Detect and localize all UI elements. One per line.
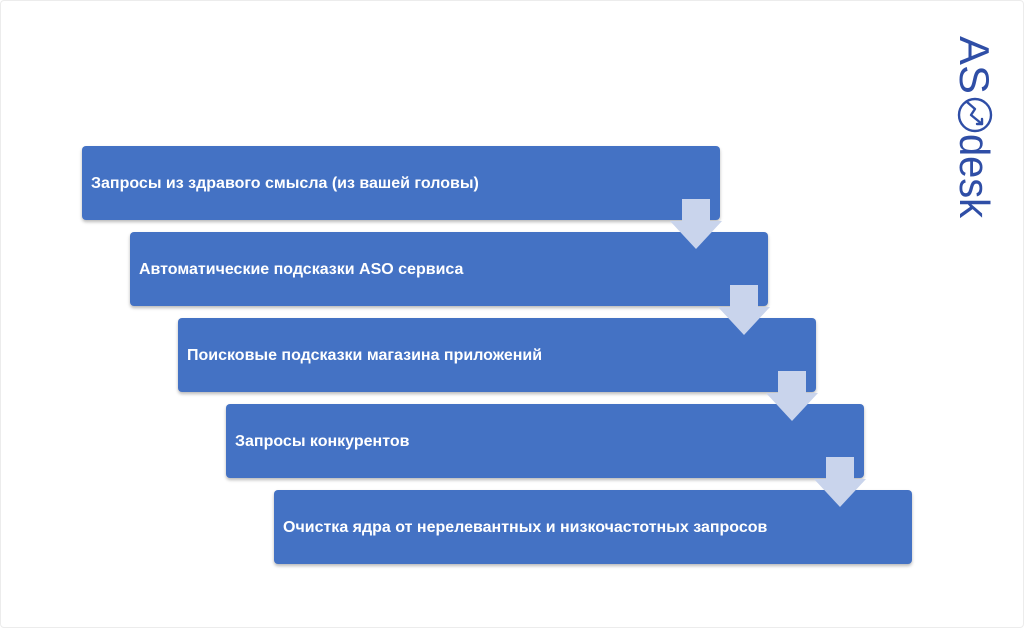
asodesk-logo: AS desk — [951, 36, 998, 219]
process-step-1: Запросы из здравого смысла (из вашей гол… — [82, 146, 720, 220]
process-step-3-label: Поисковые подсказки магазина приложений — [187, 346, 543, 364]
process-step-4-label: Запросы конкурентов — [235, 432, 410, 450]
process-step-3: Поисковые подсказки магазина приложений — [178, 318, 816, 392]
logo-o-symbol — [957, 97, 993, 133]
down-arrow-icon — [670, 199, 722, 249]
process-step-5-label: Очистка ядра от нерелевантных и низкочас… — [283, 518, 768, 536]
down-arrow-icon — [718, 285, 770, 335]
down-arrow-icon — [766, 371, 818, 421]
process-step-2-label: Автоматические подсказки ASO сервиса — [139, 260, 464, 278]
process-step-2: Автоматические подсказки ASO сервиса — [130, 232, 768, 306]
down-arrow-icon — [814, 457, 866, 507]
process-step-4: Запросы конкурентов — [226, 404, 864, 478]
logo-text-start: AS — [951, 36, 998, 94]
process-step-5: Очистка ядра от нерелевантных и низкочас… — [274, 490, 912, 564]
logo-text-end: desk — [951, 134, 998, 219]
process-step-1-label: Запросы из здравого смысла (из вашей гол… — [91, 174, 479, 192]
